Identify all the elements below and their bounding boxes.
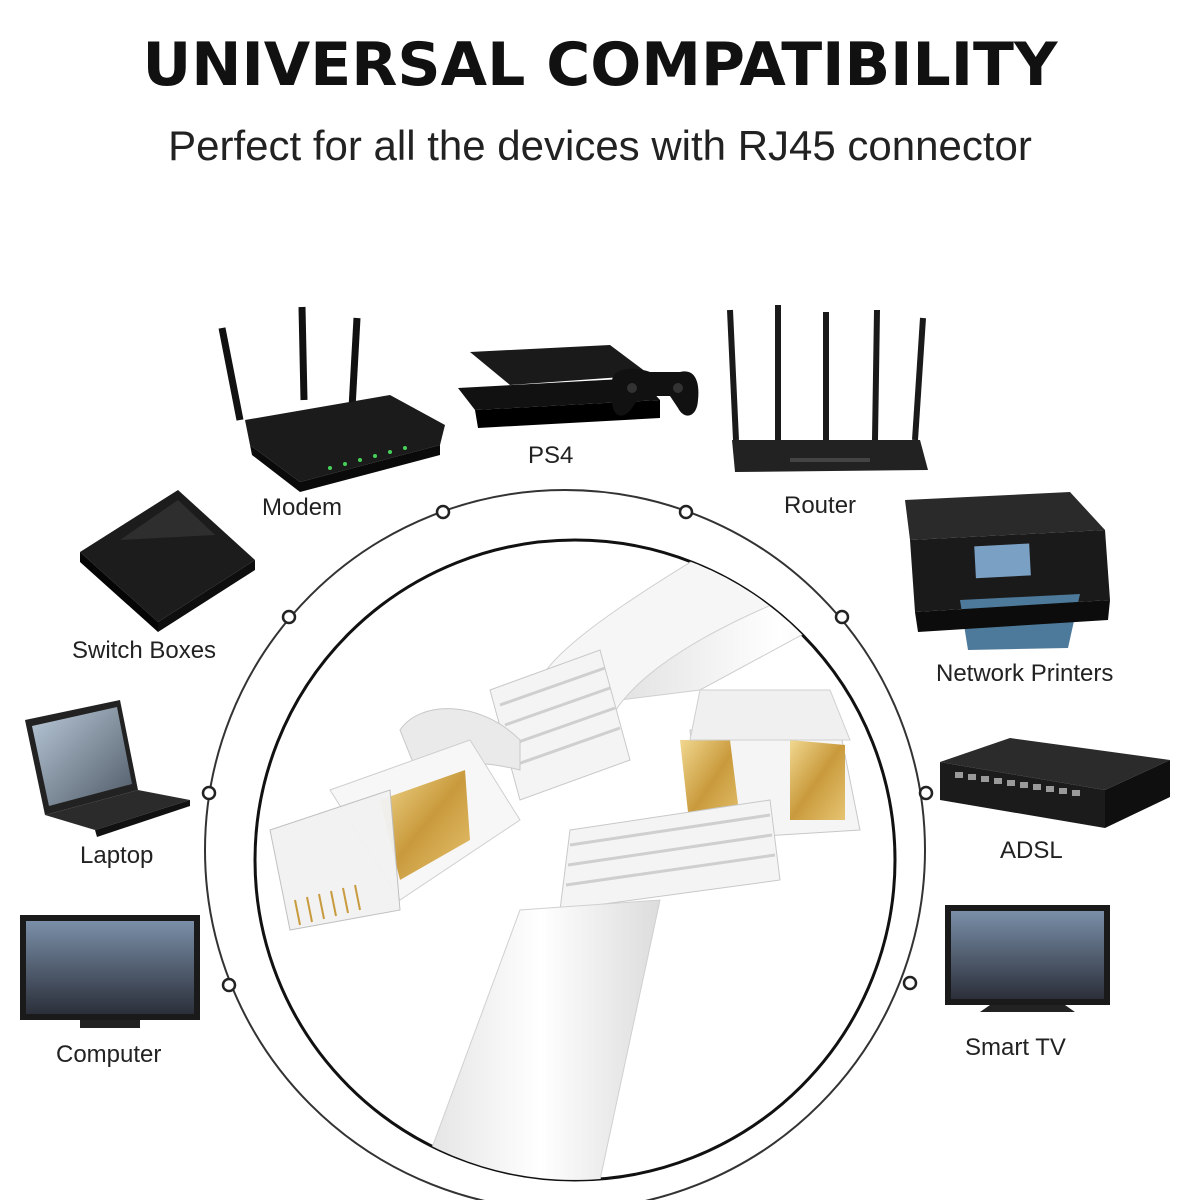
label-ps4: PS4	[528, 442, 574, 469]
page-subtitle: Perfect for all the devices with RJ45 co…	[168, 122, 1032, 169]
modem-icon	[218, 306, 445, 492]
label-router: Router	[784, 492, 857, 519]
computer-monitor-icon	[20, 915, 200, 1028]
adsl-icon	[940, 738, 1170, 828]
label-network-printers: Network Printers	[936, 660, 1114, 687]
label-smart-tv: Smart TV	[965, 1034, 1066, 1061]
label-switch-boxes: Switch Boxes	[72, 637, 217, 664]
label-computer: Computer	[56, 1041, 162, 1068]
switch-box-icon	[80, 490, 255, 632]
label-modem: Modem	[262, 494, 343, 521]
ring-node	[678, 504, 694, 520]
ring-node	[918, 785, 934, 801]
ring-node	[902, 975, 918, 991]
ring-node	[435, 504, 451, 520]
outer-ring	[204, 489, 926, 1200]
smart-tv-icon	[945, 905, 1110, 1012]
ring-node	[281, 609, 297, 625]
ring-node	[221, 977, 237, 993]
ring-nodes	[201, 504, 934, 993]
router-icon	[727, 305, 928, 472]
ring-node	[201, 785, 217, 801]
ring-node	[834, 609, 850, 625]
label-adsl: ADSL	[1000, 837, 1063, 864]
label-laptop: Laptop	[80, 842, 154, 869]
ps4-icon	[458, 345, 699, 428]
laptop-icon	[25, 700, 190, 837]
network-printer-icon	[905, 492, 1110, 650]
page-title: UNIVERSAL COMPATIBILITY	[142, 30, 1058, 100]
